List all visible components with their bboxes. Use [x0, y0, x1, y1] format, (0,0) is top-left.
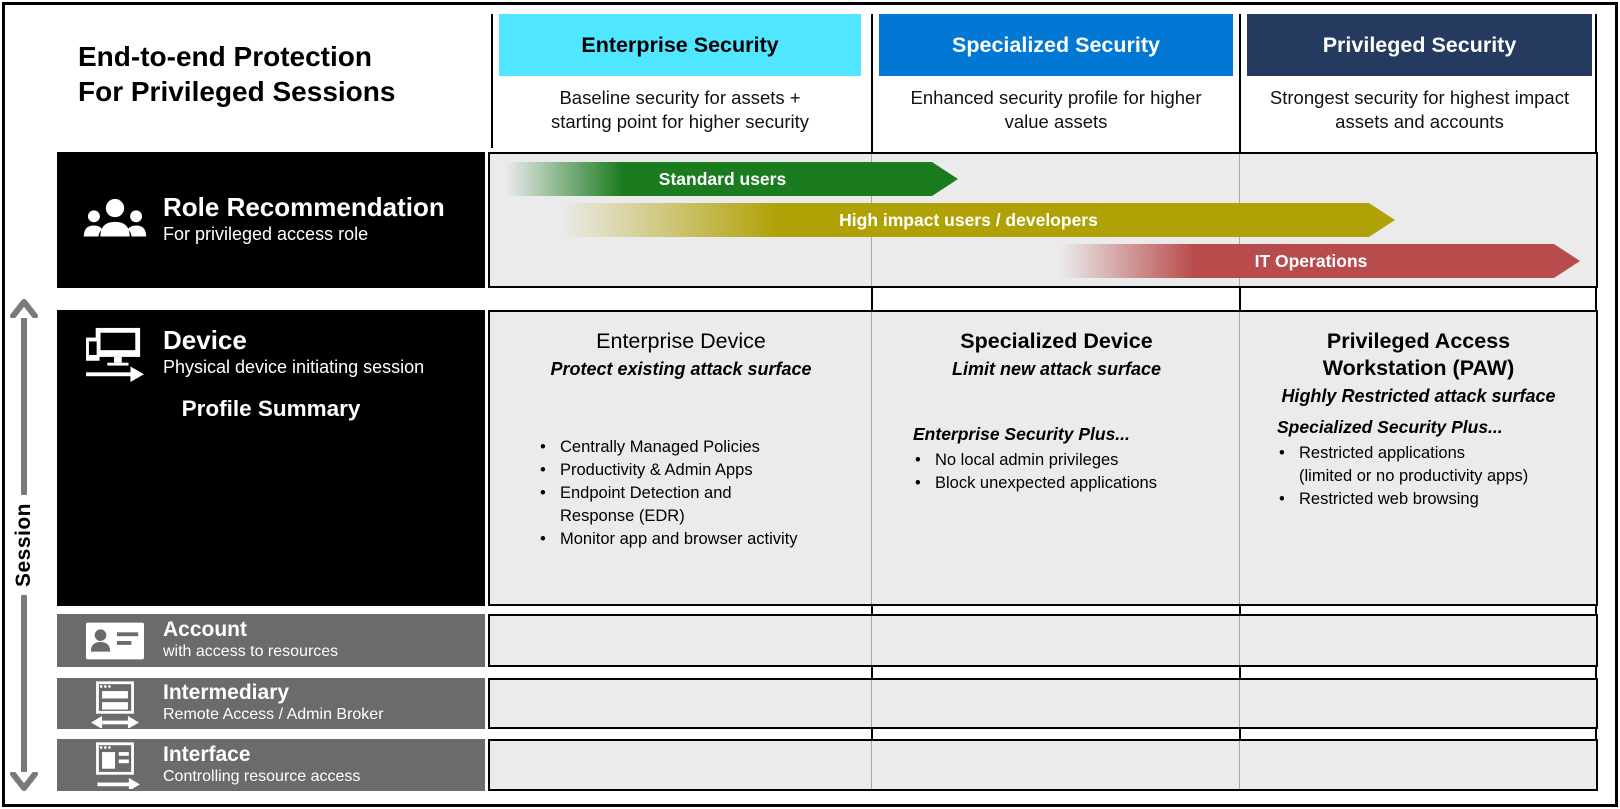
bullet-dot: • — [540, 530, 546, 549]
intermediary-window-icon — [81, 680, 149, 728]
intermediary-cells-band — [488, 678, 1598, 729]
security-level-column-header: Specialized Security Enhanced security p… — [879, 14, 1233, 133]
device-cell-tagline: Highly Restricted attack surface — [1281, 386, 1556, 407]
role-arrow-label: Standard users — [658, 168, 787, 189]
column-header-title: Privileged Security — [1247, 14, 1592, 76]
column-header-title: Specialized Security — [879, 14, 1233, 76]
account-cells-band — [488, 614, 1598, 667]
bullet-item: • Endpoint Detection and Response (EDR) — [540, 482, 872, 528]
bullet-text: Restricted web browsing — [1299, 490, 1479, 509]
page-title-line1: End-to-end Protection — [78, 41, 372, 72]
intermediary-row-subtitle: Remote Access / Admin Broker — [163, 706, 384, 724]
device-cell-bullet-list: • No local admin privileges • Block unexpec… — [915, 449, 1240, 495]
interface-cells-band — [488, 739, 1598, 791]
device-row-title: Device — [163, 325, 247, 355]
device-cells-band: Enterprise Device Protect existing attac… — [488, 310, 1598, 606]
device-cell-bullet-list: • Centrally Managed Policies • Productivity… — [540, 436, 872, 551]
bullet-text: Monitor app and browser activity — [560, 530, 798, 549]
cell-divider — [871, 312, 872, 604]
interface-window-icon — [81, 741, 149, 789]
cell-divider — [1239, 680, 1240, 727]
bullet-dot: • — [1279, 444, 1285, 463]
bullet-sub-text: (limited or no productivity apps) — [1299, 467, 1529, 486]
device-row-subtitle: Physical device initiating session — [163, 356, 425, 377]
device-cell-tagline: Protect existing attack surface — [550, 359, 812, 380]
account-row-label: Account with access to resources — [57, 614, 485, 667]
people-icon — [81, 196, 149, 244]
account-row-title: Account — [163, 618, 247, 642]
session-axis-line — [21, 595, 27, 773]
bullet-item: • Productivity & Admin Apps — [540, 459, 872, 482]
device-profile-cell: Privileged Access Workstation (PAW) High… — [1241, 312, 1596, 604]
session-axis-label: Session — [12, 502, 35, 588]
device-profile-cell: Enterprise Device Protect existing attac… — [490, 312, 872, 604]
bullet-text: Centrally Managed Policies — [560, 438, 760, 457]
account-row-subtitle: with access to resources — [163, 643, 339, 661]
device-row-label: Device Physical device initiating sessio… — [57, 310, 485, 606]
page-title: End-to-end Protection For Privileged Ses… — [78, 40, 395, 109]
intermediary-row-title: Intermediary — [163, 681, 290, 705]
role-arrow: IT Operations — [1060, 244, 1580, 278]
header-divider-line — [491, 14, 493, 148]
account-card-icon — [81, 622, 149, 660]
bullet-text: Endpoint Detection and Response (EDR) — [560, 484, 732, 526]
interface-row-label: Interface Controlling resource access — [57, 739, 485, 791]
device-cell-title: Enterprise Device — [596, 329, 766, 353]
role-recommendation-row-label: Role Recommendation For privileged acces… — [57, 152, 485, 288]
device-cell-plus-heading: Specialized Security Plus... — [1277, 417, 1503, 438]
cell-divider — [871, 741, 872, 789]
bullet-dot: • — [540, 438, 546, 457]
intermediary-row-label: Intermediary Remote Access / Admin Broke… — [57, 678, 485, 729]
column-header-subtitle: Baseline security for assets + starting … — [550, 87, 810, 132]
page-title-line2: For Privileged Sessions — [78, 75, 396, 107]
bullet-dot: • — [915, 451, 921, 470]
bullet-text: Productivity & Admin Apps — [560, 461, 753, 480]
role-row-title: Role Recommendation — [163, 192, 445, 223]
bullet-dot: • — [1279, 490, 1285, 509]
security-level-column-header: Enterprise Security Baseline security fo… — [499, 14, 861, 133]
role-row-subtitle: For privileged access role — [163, 224, 369, 245]
cell-divider — [871, 616, 872, 665]
bullet-dot: • — [915, 474, 921, 493]
cell-divider — [871, 680, 872, 727]
cell-divider — [1239, 741, 1240, 789]
session-arrow-down-icon — [10, 772, 38, 792]
session-axis: Session — [4, 298, 44, 792]
bullet-text: No local admin privileges — [935, 451, 1119, 470]
bullet-dot: • — [540, 461, 546, 480]
role-arrow-label: High impact users / developers — [839, 209, 1098, 230]
column-header-subtitle: Strongest security for highest impact as… — [1269, 87, 1570, 132]
interface-row-title: Interface — [163, 742, 251, 766]
device-cell-plus-heading: Enterprise Security Plus... — [913, 424, 1130, 445]
session-arrow-up-icon — [10, 299, 38, 318]
bullet-text: Restricted applications(limited or no pr… — [1299, 442, 1528, 488]
device-cell-tagline: Limit new attack surface — [951, 359, 1162, 380]
column-header-subtitle: Enhanced security profile for higher val… — [910, 87, 1202, 132]
bullet-item: • Restricted applications(limited or no p… — [1279, 442, 1596, 488]
cell-divider — [1239, 616, 1240, 665]
bullet-dot: • — [540, 484, 546, 503]
column-header-title: Enterprise Security — [499, 14, 861, 76]
role-arrow: Standard users — [505, 162, 958, 196]
device-icon — [81, 326, 149, 382]
device-cell-title: Specialized Device — [960, 329, 1153, 353]
device-cell-title: Privileged Access Workstation (PAW) — [1322, 329, 1515, 381]
device-profile-cell: Specialized Device Limit new attack surf… — [873, 312, 1240, 604]
cell-divider — [1239, 312, 1240, 604]
role-arrow: High impact users / developers — [560, 203, 1395, 237]
profile-summary-heading: Profile Summary — [181, 396, 361, 421]
bullet-item: • Centrally Managed Policies — [540, 436, 872, 459]
role-recommendation-cells-band: Standard users High impact users / devel… — [488, 152, 1598, 288]
interface-row-subtitle: Controlling resource access — [163, 767, 361, 785]
security-level-column-header: Privileged Security Strongest security f… — [1247, 14, 1592, 133]
bullet-text: Block unexpected applications — [935, 474, 1157, 493]
bullet-item: • Block unexpected applications — [915, 472, 1240, 495]
bullet-item: • Monitor app and browser activity — [540, 528, 872, 551]
bullet-item: • Restricted web browsing — [1279, 488, 1596, 511]
device-cell-bullet-list: • Restricted applications(limited or no p… — [1279, 442, 1596, 511]
role-arrow-label: IT Operations — [1254, 250, 1368, 271]
session-axis-line — [21, 318, 27, 495]
bullet-item: • No local admin privileges — [915, 449, 1240, 472]
